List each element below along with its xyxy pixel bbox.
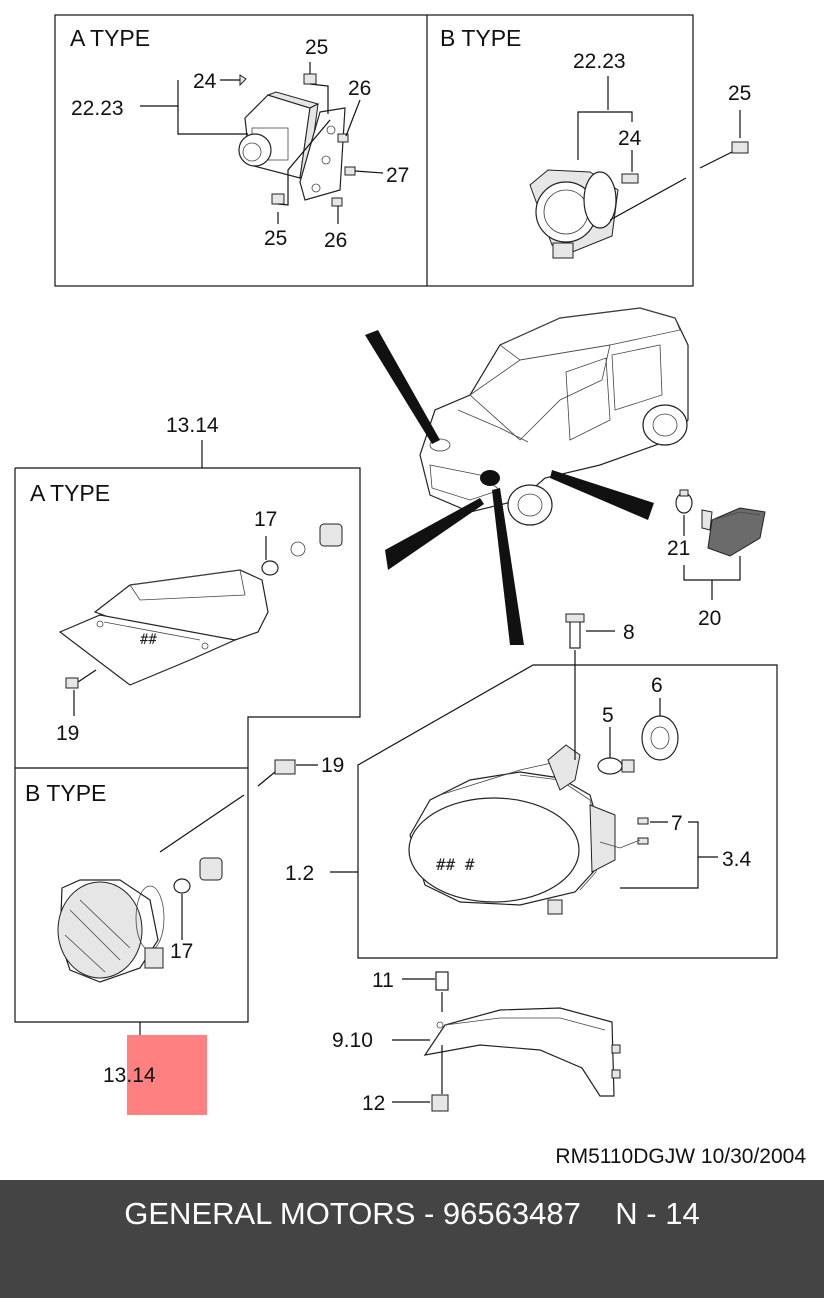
callout-12: 12	[362, 1092, 385, 1115]
left-b-leader-lines	[159, 764, 318, 940]
callout-1-2: 1.2	[285, 862, 314, 885]
top-a-type-title: A TYPE	[70, 25, 150, 51]
callout-25-a-bottom: 25	[264, 227, 287, 250]
car-illustration	[365, 307, 689, 645]
callout-3-4: 3.4	[722, 848, 752, 871]
headlamp-frame	[330, 664, 778, 959]
callout-13-14-top: 13.14	[166, 414, 219, 437]
turn-lamp-a-type: ##	[58, 523, 343, 689]
callout-27: 27	[386, 164, 409, 187]
footer-text: GENERAL MOTORS - 96563487 N - 14	[124, 1196, 700, 1231]
callout-17-b: 17	[170, 940, 193, 963]
left-a-type-title: A TYPE	[30, 480, 110, 506]
svg-text:## #: ## #	[436, 855, 475, 874]
callout-20: 20	[698, 607, 721, 630]
callout-19-b: 19	[321, 754, 344, 777]
fog-lamp-a-type	[238, 73, 356, 207]
callout-6: 6	[651, 674, 663, 697]
callout-17-a: 17	[254, 508, 277, 531]
callout-25-a: 25	[305, 36, 328, 59]
headlamp-leader-lines	[574, 630, 718, 889]
callout-25-b: 25	[728, 82, 751, 105]
svg-text:##: ##	[140, 632, 157, 648]
top-b-leader-lines	[577, 76, 741, 221]
callout-21: 21	[667, 537, 690, 560]
callout-5: 5	[602, 704, 614, 727]
callout-26-a: 26	[348, 77, 371, 100]
top-b-type-title: B TYPE	[440, 25, 521, 51]
callout-8: 8	[623, 621, 635, 644]
callout-26-a-bottom: 26	[324, 229, 347, 252]
side-marker-leader-lines	[683, 515, 741, 600]
headlamp-molding	[423, 971, 621, 1112]
callout-22-23-b: 22.23	[573, 50, 626, 73]
callout-24-a: 24	[193, 70, 217, 93]
fog-lamp-b-type	[529, 141, 749, 259]
left-a-leader-lines	[73, 536, 267, 716]
callout-19-a: 19	[56, 722, 79, 745]
callout-9-10: 9.10	[332, 1029, 373, 1052]
left-b-type-title: B TYPE	[25, 780, 106, 806]
callout-22-23-a: 22.23	[71, 97, 124, 120]
headlamp-assembly: ## #	[408, 613, 679, 915]
top-a-leader-lines	[140, 62, 384, 224]
callout-24-b: 24	[618, 127, 642, 150]
top-frame	[54, 14, 694, 287]
footer-bar: GENERAL MOTORS - 96563487 N - 14	[0, 1180, 824, 1298]
callout-11: 11	[372, 969, 394, 992]
document-reference: RM5110DGJW 10/30/2004	[555, 1145, 806, 1168]
callout-7: 7	[671, 812, 683, 835]
highlight-box	[127, 1035, 207, 1115]
callout-13-14-bottom: 13.14	[103, 1064, 156, 1087]
parts-diagram: A TYPE B TYPE 24 25 22.23 26 27 25 26	[14, 14, 806, 1168]
turn-lamp-b-type	[57, 759, 296, 983]
molding-leader-lines	[392, 978, 443, 1103]
side-marker-lamp	[675, 489, 766, 557]
